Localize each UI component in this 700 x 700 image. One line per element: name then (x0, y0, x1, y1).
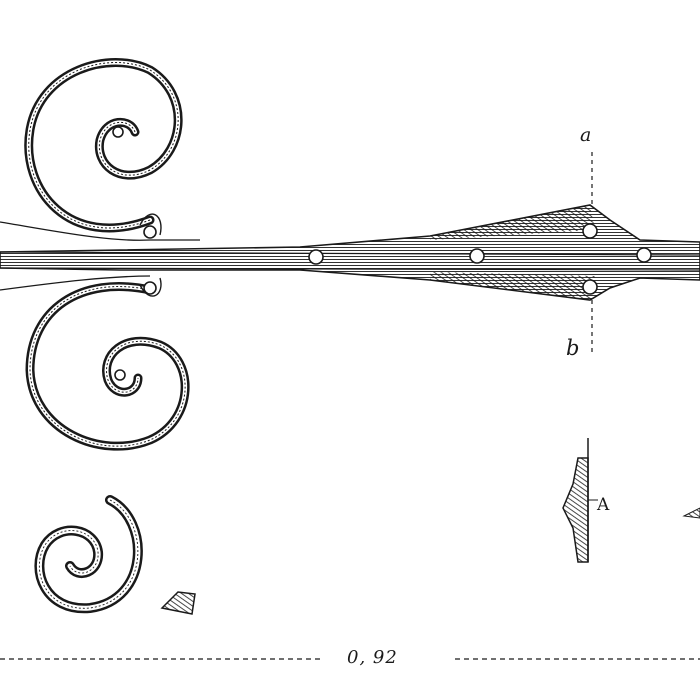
lower-scroll (25, 277, 190, 451)
rivet (582, 223, 598, 239)
edge-fragment (682, 507, 700, 519)
upper-scroll (24, 58, 183, 236)
dimension-label: 0, 92 (333, 649, 412, 667)
section-a-profile (562, 438, 598, 563)
strap-cross-section (160, 591, 196, 615)
rivet (636, 247, 652, 263)
rivet (308, 249, 324, 265)
rivet (143, 225, 157, 239)
label-detail-A: A (597, 495, 610, 515)
scroll-detail (34, 495, 143, 614)
rivet (469, 248, 485, 264)
label-section-a: a (580, 124, 592, 146)
label-section-b: b (566, 336, 580, 360)
rivet (143, 281, 157, 295)
rivets (143, 223, 652, 295)
rivet (582, 279, 598, 295)
hinge-strap (0, 204, 700, 301)
